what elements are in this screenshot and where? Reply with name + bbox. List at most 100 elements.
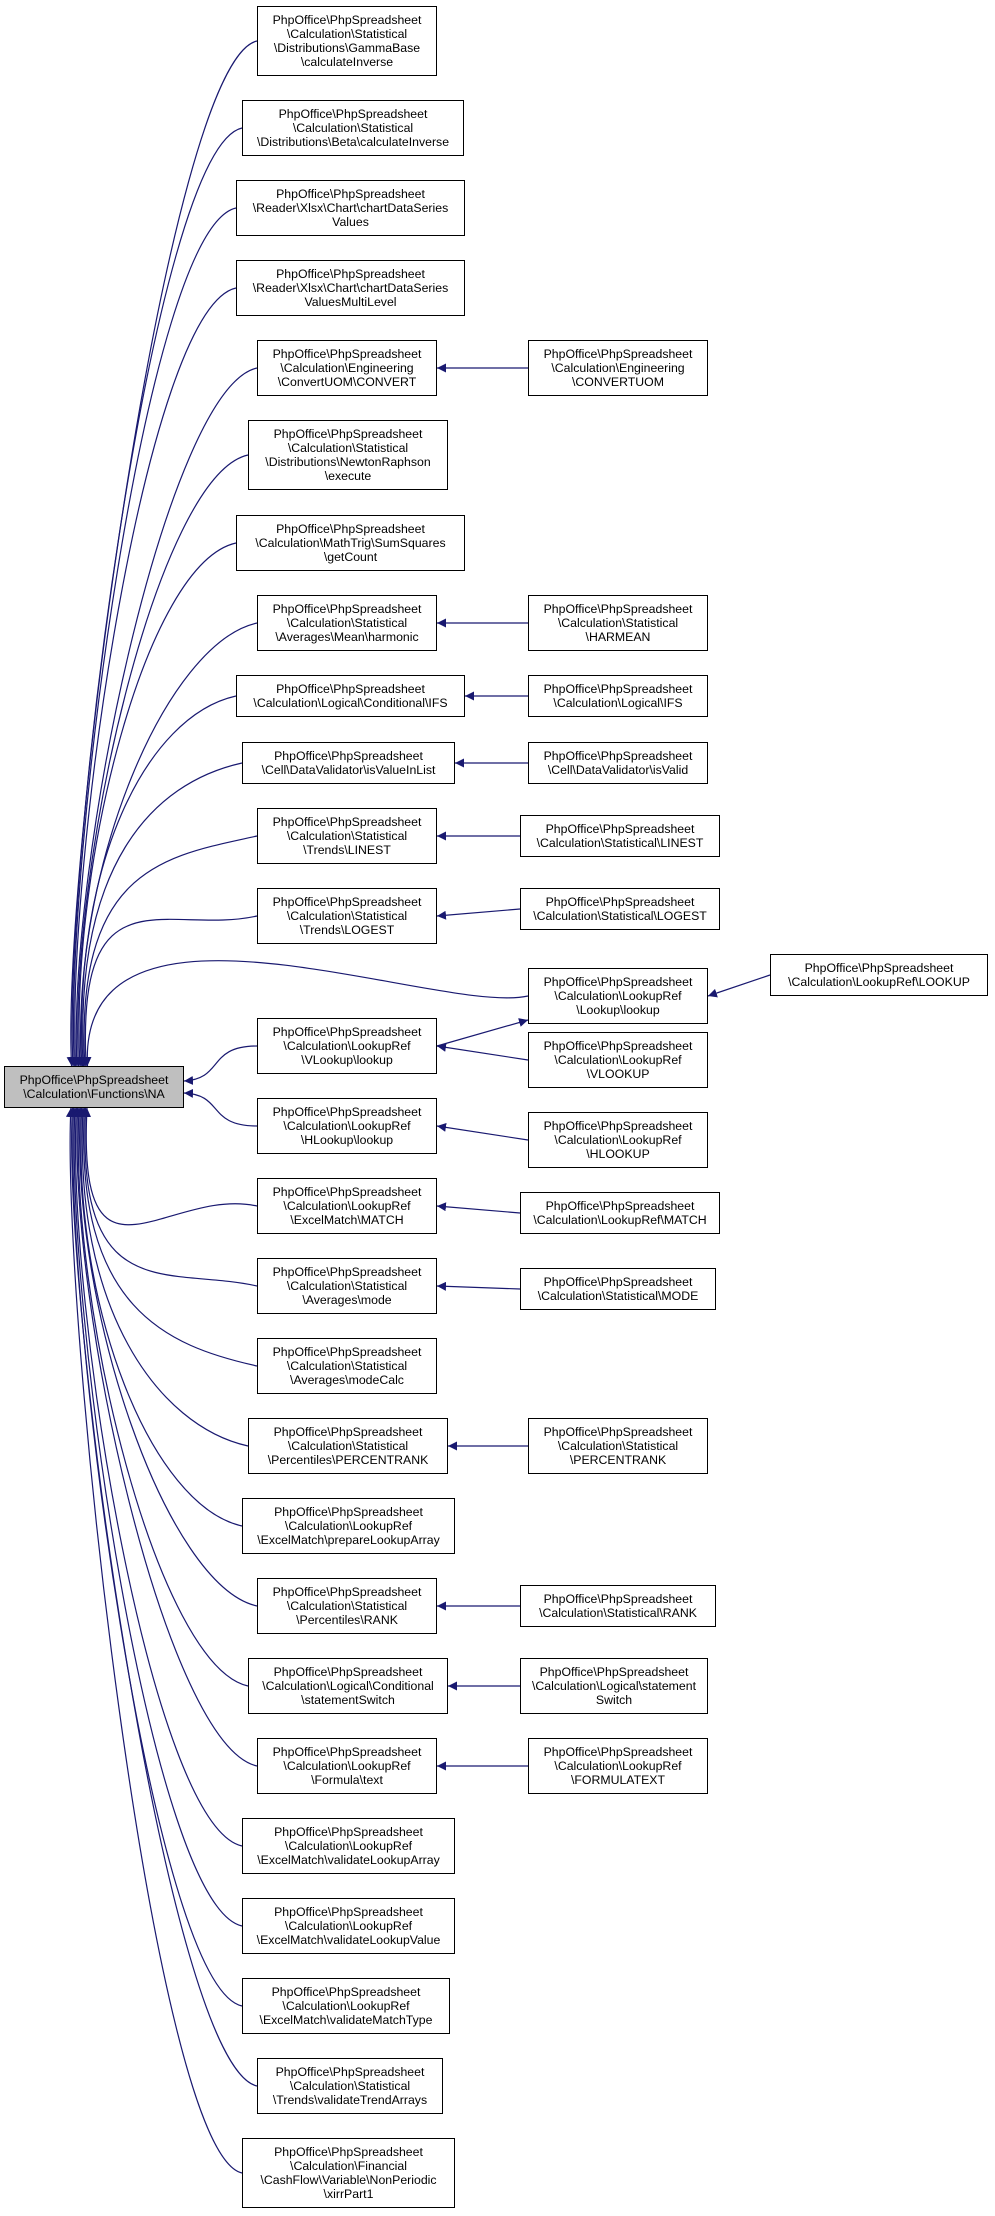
caller-node-c8[interactable]: PhpOffice\PhpSpreadsheet\Calculation\Sta… — [257, 595, 437, 651]
node-label-line: \statementSwitch — [301, 1693, 395, 1708]
edge-c11-to-root — [79, 835, 258, 1067]
caller-node-c21[interactable]: PhpOffice\PhpSpreadsheet\Calculation\Sta… — [257, 1578, 437, 1634]
second-level-node-s23[interactable]: PhpOffice\PhpSpreadsheet\Calculation\Loo… — [528, 1738, 708, 1794]
node-label-line: \Formula\text — [311, 1773, 383, 1788]
second-level-node-s22[interactable]: PhpOffice\PhpSpreadsheet\Calculation\Log… — [520, 1658, 708, 1714]
caller-node-c14[interactable]: PhpOffice\PhpSpreadsheet\Calculation\Loo… — [257, 1018, 437, 1074]
caller-node-c6[interactable]: PhpOffice\PhpSpreadsheet\Calculation\Sta… — [248, 420, 448, 490]
second-level-node-s21[interactable]: PhpOffice\PhpSpreadsheet\Calculation\Sta… — [520, 1585, 716, 1627]
caller-node-c26[interactable]: PhpOffice\PhpSpreadsheet\Calculation\Loo… — [242, 1978, 450, 2034]
caller-node-c20[interactable]: PhpOffice\PhpSpreadsheet\Calculation\Loo… — [242, 1498, 455, 1554]
node-label-line: \Calculation\LookupRef — [284, 1918, 413, 1933]
node-label-line: \Calculation\Financial — [290, 2158, 407, 2173]
caller-node-c25[interactable]: PhpOffice\PhpSpreadsheet\Calculation\Loo… — [242, 1898, 455, 1954]
node-label-line: PhpOffice\PhpSpreadsheet — [272, 814, 422, 829]
node-label-line: PhpOffice\PhpSpreadsheet — [276, 681, 425, 696]
node-label-line: PhpOffice\PhpSpreadsheet — [273, 1424, 423, 1439]
second-level-node-s10[interactable]: PhpOffice\PhpSpreadsheet\Cell\DataValida… — [528, 742, 708, 784]
caller-node-c5[interactable]: PhpOffice\PhpSpreadsheet\Calculation\Eng… — [257, 340, 437, 396]
node-label-line: PhpOffice\PhpSpreadsheet — [543, 601, 693, 616]
caller-node-c15[interactable]: PhpOffice\PhpSpreadsheet\Calculation\Loo… — [257, 1098, 437, 1154]
node-label-line: PhpOffice\PhpSpreadsheet — [272, 1744, 422, 1759]
node-label-line: PhpOffice\PhpSpreadsheet — [274, 2144, 423, 2159]
node-label-line: PhpOffice\PhpSpreadsheet — [543, 974, 693, 989]
caller-node-c16[interactable]: PhpOffice\PhpSpreadsheet\Calculation\Loo… — [257, 1178, 437, 1234]
caller-node-c10[interactable]: PhpOffice\PhpSpreadsheet\Cell\DataValida… — [242, 742, 455, 784]
caller-node-c17[interactable]: PhpOffice\PhpSpreadsheet\Calculation\Sta… — [257, 1258, 437, 1314]
node-label-line: \Calculation\LookupRef — [283, 1198, 411, 1213]
edge-s16-to-c16 — [436, 1202, 521, 1214]
edge-c25-to-root — [70, 1107, 243, 1927]
second-level-node-s14[interactable]: PhpOffice\PhpSpreadsheet\Calculation\Loo… — [528, 1032, 708, 1088]
node-label-line: PhpOffice\PhpSpreadsheet — [276, 521, 425, 536]
root-node-na[interactable]: PhpOffice\PhpSpreadsheet\Calculation\Fun… — [4, 1066, 184, 1108]
node-label-line: \Percentiles\RANK — [296, 1613, 398, 1628]
caller-node-c11[interactable]: PhpOffice\PhpSpreadsheet\Calculation\Sta… — [257, 808, 437, 864]
node-label-line: \Calculation\LookupRef\MATCH — [533, 1213, 707, 1227]
second-level-node-s12[interactable]: PhpOffice\PhpSpreadsheet\Calculation\Sta… — [520, 888, 720, 930]
node-label-line: \ExcelMatch\prepareLookupArray — [257, 1533, 440, 1548]
caller-node-c4[interactable]: PhpOffice\PhpSpreadsheet\Reader\Xlsx\Cha… — [236, 260, 465, 316]
edge-c13-to-root — [82, 960, 529, 1067]
second-level-node-s5[interactable]: PhpOffice\PhpSpreadsheet\Calculation\Eng… — [528, 340, 708, 396]
node-label-line: \Calculation\Statistical — [286, 615, 408, 630]
third-level-node-t13[interactable]: PhpOffice\PhpSpreadsheet\Calculation\Loo… — [770, 954, 988, 996]
caller-node-c12[interactable]: PhpOffice\PhpSpreadsheet\Calculation\Sta… — [257, 888, 437, 944]
node-label-line: PhpOffice\PhpSpreadsheet — [543, 1118, 693, 1133]
second-level-node-s16[interactable]: PhpOffice\PhpSpreadsheet\Calculation\Loo… — [520, 1192, 720, 1234]
caller-node-c18[interactable]: PhpOffice\PhpSpreadsheet\Calculation\Sta… — [257, 1338, 437, 1394]
edge-c22-to-root — [74, 1107, 249, 1687]
caller-node-c28[interactable]: PhpOffice\PhpSpreadsheet\Calculation\Fin… — [242, 2138, 455, 2208]
caller-node-c2[interactable]: PhpOffice\PhpSpreadsheet\Calculation\Sta… — [242, 100, 464, 156]
edge-c7-to-root — [74, 542, 237, 1067]
second-level-node-s9[interactable]: PhpOffice\PhpSpreadsheet\Calculation\Log… — [528, 675, 708, 717]
node-label-line: \Calculation\Statistical — [292, 120, 414, 135]
node-label-line: PhpOffice\PhpSpreadsheet — [272, 601, 422, 616]
node-label-line: PhpOffice\PhpSpreadsheet — [278, 106, 428, 121]
node-label-line: \Calculation\LookupRef — [554, 1052, 682, 1067]
node-label-line: PhpOffice\PhpSpreadsheet — [272, 1344, 422, 1359]
caller-node-c19[interactable]: PhpOffice\PhpSpreadsheet\Calculation\Sta… — [248, 1418, 448, 1474]
edge-c1-to-root — [66, 40, 258, 1067]
node-label-line: \Calculation\Logical\Conditional — [262, 1678, 434, 1693]
caller-node-c7[interactable]: PhpOffice\PhpSpreadsheet\Calculation\Mat… — [236, 515, 465, 571]
node-label-line: PhpOffice\PhpSpreadsheet — [543, 1424, 693, 1439]
node-label-line: \Calculation\Statistical — [286, 1598, 408, 1613]
caller-node-c23[interactable]: PhpOffice\PhpSpreadsheet\Calculation\Loo… — [257, 1738, 437, 1794]
node-label-line: PhpOffice\PhpSpreadsheet — [543, 748, 693, 763]
node-label-line: PhpOffice\PhpSpreadsheet — [545, 894, 695, 909]
caller-node-c9[interactable]: PhpOffice\PhpSpreadsheet\Calculation\Log… — [236, 675, 465, 717]
node-label-line: PhpOffice\PhpSpreadsheet — [543, 1591, 693, 1606]
node-label-line: \ExcelMatch\validateLookupArray — [257, 1853, 440, 1868]
node-label-line: PhpOffice\PhpSpreadsheet — [275, 2064, 425, 2079]
node-label-line: \Cell\DataValidator\isValid — [547, 763, 689, 777]
caller-node-c13[interactable]: PhpOffice\PhpSpreadsheet\Calculation\Loo… — [528, 968, 708, 1024]
node-label-line: PhpOffice\PhpSpreadsheet — [274, 1504, 423, 1519]
caller-node-c24[interactable]: PhpOffice\PhpSpreadsheet\Calculation\Loo… — [242, 1818, 455, 1874]
caller-node-c3[interactable]: PhpOffice\PhpSpreadsheet\Reader\Xlsx\Cha… — [236, 180, 465, 236]
node-label-line: ValuesMultiLevel — [304, 295, 397, 310]
second-level-node-s11[interactable]: PhpOffice\PhpSpreadsheet\Calculation\Sta… — [520, 815, 720, 857]
second-level-node-s19[interactable]: PhpOffice\PhpSpreadsheet\Calculation\Sta… — [528, 1418, 708, 1474]
caller-node-c1[interactable]: PhpOffice\PhpSpreadsheet\Calculation\Sta… — [257, 6, 437, 76]
second-level-node-s17[interactable]: PhpOffice\PhpSpreadsheet\Calculation\Sta… — [520, 1268, 716, 1310]
edge-c6-to-root — [73, 454, 249, 1067]
node-label-line: \Calculation\Logical\statement — [531, 1678, 697, 1693]
second-level-node-s8[interactable]: PhpOffice\PhpSpreadsheet\Calculation\Sta… — [528, 595, 708, 651]
node-label-line: \Calculation\Statistical — [286, 1278, 408, 1293]
node-label-line: PhpOffice\PhpSpreadsheet — [272, 894, 422, 909]
node-label-line: \Calculation\LookupRef — [283, 1118, 411, 1133]
node-label-line: \Distributions\NewtonRaphson — [265, 455, 431, 469]
node-label-line: \Calculation\Logical\Conditional\IFS — [253, 696, 448, 710]
edge-c9-to-root — [77, 695, 237, 1067]
node-label-line: \Averages\Mean\harmonic — [275, 630, 419, 645]
edge-c8-to-root — [76, 622, 258, 1067]
caller-node-c22[interactable]: PhpOffice\PhpSpreadsheet\Calculation\Log… — [248, 1658, 448, 1714]
node-label-line: \Calculation\Engineering — [280, 360, 414, 375]
edge-c24-to-root — [71, 1107, 243, 1847]
node-label-line: PhpOffice\PhpSpreadsheet — [276, 266, 425, 281]
second-level-node-s15[interactable]: PhpOffice\PhpSpreadsheet\Calculation\Loo… — [528, 1112, 708, 1168]
edge-c14-to-c13 — [436, 1018, 529, 1047]
caller-node-c27[interactable]: PhpOffice\PhpSpreadsheet\Calculation\Sta… — [257, 2058, 443, 2114]
